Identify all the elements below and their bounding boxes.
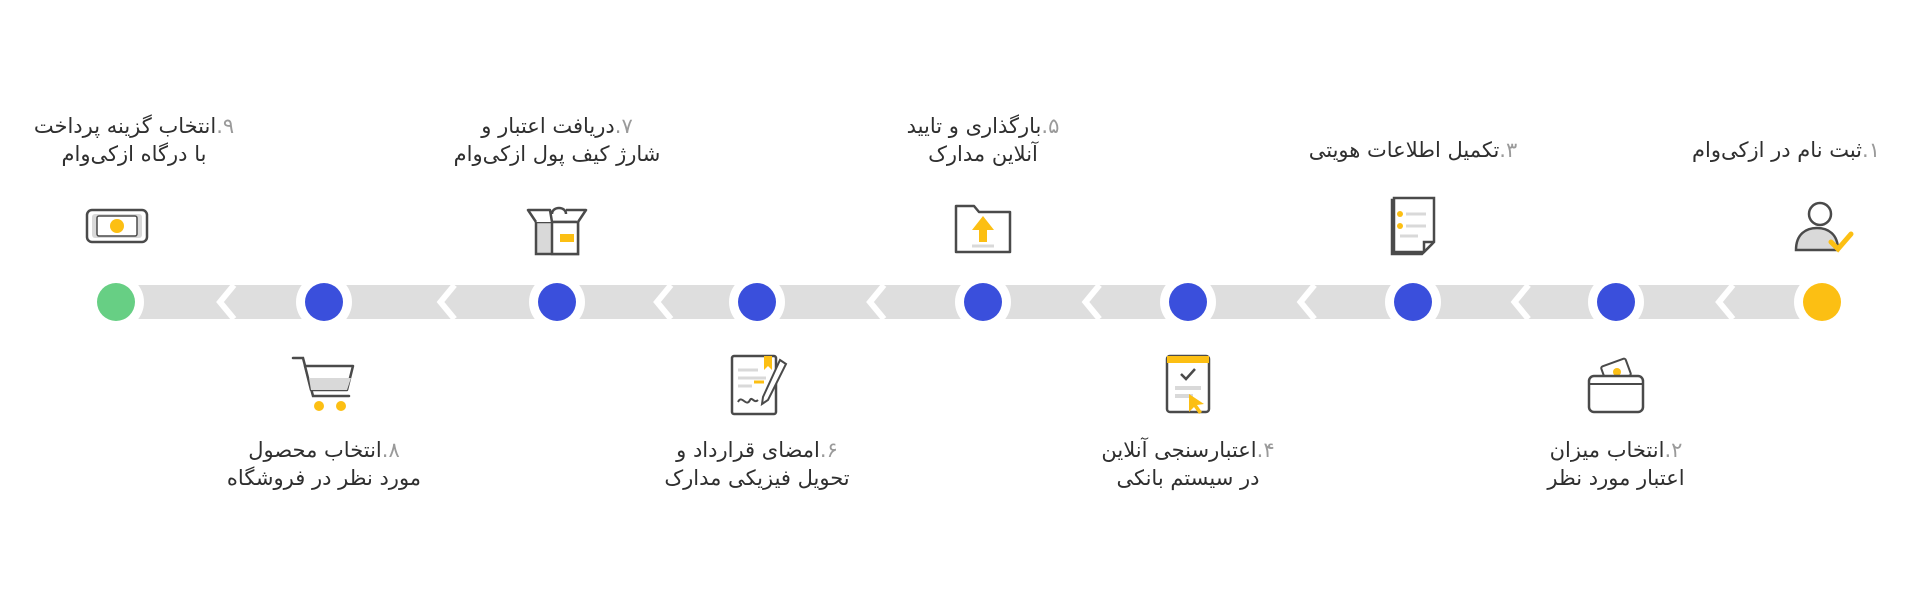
step-title-line1: اعتبارسنجی آنلاین xyxy=(1101,438,1257,462)
end-dot xyxy=(97,283,135,321)
start-dot xyxy=(1803,283,1841,321)
wallet-icon xyxy=(1581,350,1651,420)
step-title-line2: آنلاین مدارک xyxy=(928,142,1038,166)
step-title-line2: اعتبار مورد نظر xyxy=(1547,466,1685,490)
step-title: ۹.انتخاب گزینه پرداخت xyxy=(34,114,234,138)
step-label-3: ۳.تکمیل اطلاعات هویتی xyxy=(1283,136,1543,164)
step-title: ۴.اعتبارسنجی آنلاین xyxy=(1101,438,1274,462)
track-chevron xyxy=(1081,283,1102,321)
online-check-icon xyxy=(1153,350,1223,420)
track-chevron xyxy=(436,283,457,321)
step-label-5: ۵.بارگذاری و تایید آنلاین مدارک xyxy=(853,112,1113,168)
step-title: ۷.دریافت اعتبار و xyxy=(481,114,632,138)
step-title-line1: انتخاب محصول xyxy=(248,438,382,462)
user-check-icon xyxy=(1787,192,1857,262)
step-label-9: ۹.انتخاب گزینه پرداخت با درگاه ازکی‌وام xyxy=(4,112,264,168)
track-chevron xyxy=(1296,283,1317,321)
step-title-line1: دریافت اعتبار و xyxy=(481,114,615,138)
step-title: ۳.تکمیل اطلاعات هویتی xyxy=(1309,138,1518,162)
step-label-8: ۸.انتخاب محصول مورد نظر در فروشگاه xyxy=(194,436,454,492)
step-title-line2: مورد نظر در فروشگاه xyxy=(226,466,422,490)
step-dot xyxy=(964,283,1002,321)
step-number: ۸. xyxy=(381,438,400,462)
step-title: ۲.انتخاب میزان xyxy=(1550,438,1683,462)
step-label-6: ۶.امضای قرارداد و تحویل فیزیکی مدارک xyxy=(627,436,887,492)
step-dot xyxy=(738,283,776,321)
step-title-line2: شارژ کیف پول ازکی‌وام xyxy=(453,142,661,166)
step-label-2: ۲.انتخاب میزان اعتبار مورد نظر xyxy=(1486,436,1746,492)
open-box-icon xyxy=(522,192,592,262)
step-number: ۵. xyxy=(1041,114,1060,138)
shopping-cart-icon xyxy=(289,350,359,420)
step-number: ۶. xyxy=(819,438,838,462)
step-label-1: ۱.ثبت نام در ازکی‌وام xyxy=(1656,136,1916,164)
folder-upload-icon xyxy=(948,192,1018,262)
step-number: ۷. xyxy=(614,114,633,138)
step-title-line2: در سیستم بانکی xyxy=(1116,466,1260,490)
step-title-line1: انتخاب میزان xyxy=(1549,438,1665,462)
step-title-line2: تحویل فیزیکی مدارک xyxy=(664,466,850,490)
track-chevron xyxy=(1715,283,1736,321)
step-title: ۱.ثبت نام در ازکی‌وام xyxy=(1692,138,1880,162)
step-title: ۶.امضای قرارداد و xyxy=(676,438,838,462)
step-title-line2: با درگاه ازکی‌وام xyxy=(61,142,207,166)
step-number: ۴. xyxy=(1256,438,1275,462)
track-chevron xyxy=(866,283,887,321)
step-number: ۱. xyxy=(1862,138,1880,162)
contract-sign-icon xyxy=(722,350,792,420)
step-label-4: ۴.اعتبارسنجی آنلاین در سیستم بانکی xyxy=(1058,436,1318,492)
step-title: ۵.بارگذاری و تایید xyxy=(907,114,1060,138)
step-title-line1: امضای قرارداد و xyxy=(676,438,820,462)
step-number: ۹. xyxy=(216,114,235,138)
payment-card-icon xyxy=(81,192,151,262)
step-title-line1: بارگذاری و تایید xyxy=(906,114,1042,138)
step-number: ۲. xyxy=(1664,438,1683,462)
step-dot xyxy=(1394,283,1432,321)
step-title-line1: انتخاب گزینه پرداخت xyxy=(33,114,217,138)
form-document-icon xyxy=(1378,192,1448,262)
step-label-7: ۷.دریافت اعتبار و شارژ کیف پول ازکی‌وام xyxy=(427,112,687,168)
step-dot xyxy=(1597,283,1635,321)
track-chevron xyxy=(1510,283,1531,321)
step-title-line1: تکمیل اطلاعات هویتی xyxy=(1308,138,1500,162)
step-title: ۸.انتخاب محصول xyxy=(248,438,400,462)
step-dot xyxy=(538,283,576,321)
track-chevron xyxy=(216,283,237,321)
step-dot xyxy=(1169,283,1207,321)
step-title-line1: ثبت نام در ازکی‌وام xyxy=(1692,138,1863,162)
step-dot xyxy=(305,283,343,321)
track-chevron xyxy=(653,283,674,321)
step-number: ۳. xyxy=(1499,138,1518,162)
